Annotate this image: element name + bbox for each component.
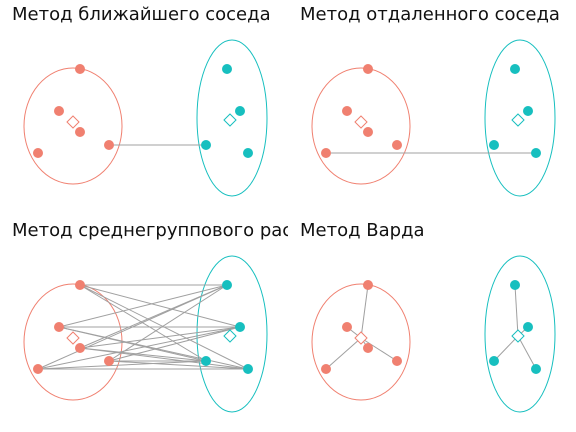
- cluster-b-point: [489, 356, 499, 366]
- cluster-b-centroid: [511, 329, 525, 343]
- cluster-a-point: [104, 140, 114, 150]
- link-line: [517, 335, 537, 370]
- cluster-b-point: [243, 148, 253, 158]
- cluster-b-boundary: [196, 255, 268, 413]
- cluster-b-boundary: [484, 255, 556, 413]
- cluster-a-centroid: [66, 331, 80, 345]
- link-line: [58, 326, 249, 370]
- cluster-a-point: [363, 343, 373, 353]
- link-line: [79, 326, 241, 349]
- link-line: [360, 337, 398, 362]
- cluster-diagram: [311, 39, 556, 197]
- cluster-a-point: [321, 364, 331, 374]
- panel-title: Метод Варда: [300, 220, 425, 241]
- cluster-a-centroid: [354, 115, 368, 129]
- cluster-b-point: [489, 140, 499, 150]
- cluster-b-point: [523, 322, 533, 332]
- cluster-a-centroid: [66, 115, 80, 129]
- link-line: [58, 284, 228, 328]
- cluster-a-point: [363, 127, 373, 137]
- panel-title: Метод ближайшего соседа: [12, 4, 271, 25]
- cluster-a-point: [75, 127, 85, 137]
- panel-nearest-neighbor: Метод ближайшего соседа: [0, 0, 288, 216]
- cluster-a-point: [54, 322, 64, 332]
- cluster-b-boundary: [196, 39, 268, 197]
- cluster-b-point: [510, 64, 520, 74]
- cluster-a-point: [321, 148, 331, 158]
- cluster-a-point: [33, 364, 43, 374]
- link-line: [360, 284, 369, 339]
- cluster-a-boundary: [311, 283, 411, 401]
- cluster-diagram: [23, 255, 268, 413]
- link-line: [79, 284, 207, 362]
- link-line: [325, 337, 362, 370]
- cluster-a-point: [392, 356, 402, 366]
- cluster-b-point: [235, 106, 245, 116]
- cluster-b-point: [235, 322, 245, 332]
- cluster-b-point: [243, 364, 253, 374]
- panel-title: Метод отдаленного соседа: [300, 4, 560, 25]
- cluster-b-point: [510, 280, 520, 290]
- panel-farthest-neighbor: Метод отдаленного соседа: [288, 0, 576, 216]
- cluster-a-point: [104, 356, 114, 366]
- cluster-b-centroid: [511, 113, 525, 127]
- cluster-a-point: [33, 148, 43, 158]
- cluster-b-point: [523, 106, 533, 116]
- link-line: [79, 347, 249, 370]
- link-line: [108, 284, 228, 362]
- cluster-b-point: [201, 356, 211, 366]
- cluster-diagram: [311, 255, 556, 413]
- cluster-b-point: [222, 64, 232, 74]
- link-line: [493, 335, 519, 362]
- link-line: [108, 326, 241, 362]
- link-line: [37, 360, 207, 370]
- cluster-b-point: [531, 148, 541, 158]
- cluster-a-point: [342, 322, 352, 332]
- cluster-b-centroid: [223, 113, 237, 127]
- cluster-a-boundary: [311, 67, 411, 185]
- panel-title: Метод среднегруппового расстояния: [12, 220, 288, 241]
- cluster-a-point: [363, 64, 373, 74]
- cluster-b-point: [222, 280, 232, 290]
- cluster-a-point: [54, 106, 64, 116]
- cluster-a-point: [363, 280, 373, 290]
- link-line: [79, 284, 241, 328]
- link-line: [37, 284, 228, 370]
- link-line: [108, 360, 249, 370]
- link-line: [37, 326, 241, 370]
- link-line: [514, 284, 519, 337]
- cluster-a-point: [75, 280, 85, 290]
- panel-average-linkage: Метод среднегруппового расстояния: [0, 216, 288, 432]
- cluster-b-point: [201, 140, 211, 150]
- cluster-a-point: [342, 106, 352, 116]
- cluster-b-boundary: [484, 39, 556, 197]
- cluster-a-point: [75, 343, 85, 353]
- cluster-b-point: [531, 364, 541, 374]
- cluster-a-point: [392, 140, 402, 150]
- cluster-diagram: [23, 39, 268, 197]
- cluster-a-point: [75, 64, 85, 74]
- cluster-a-boundary: [23, 67, 123, 185]
- cluster-b-centroid: [223, 329, 237, 343]
- panel-ward-method: Метод Варда: [288, 216, 576, 432]
- cluster-a-centroid: [354, 331, 368, 345]
